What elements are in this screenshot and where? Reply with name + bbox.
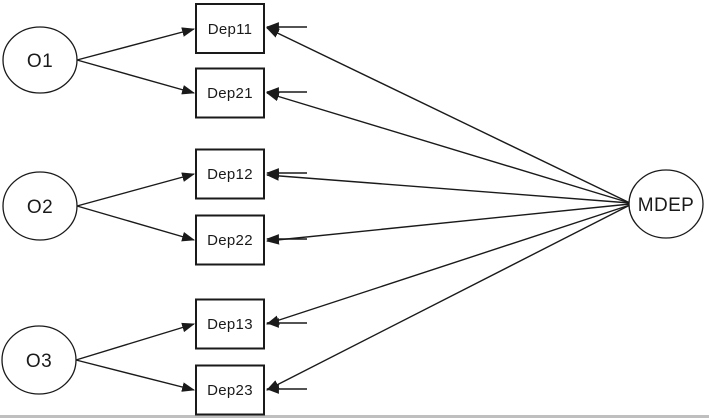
latent-node-mdep	[628, 169, 704, 239]
observed-node-dep11	[195, 3, 265, 54]
residual-arrows	[265, 22, 307, 394]
latent-node-o3	[1, 325, 77, 395]
loading-edges-mdep	[265, 27, 631, 391]
node-labels: O1 O2 O3 MDEP Dep11 Dep21 Dep12 Dep22 De…	[26, 21, 694, 399]
edge-o1-dep21	[76, 59, 196, 95]
observed-node-dep21	[195, 67, 265, 119]
edge-mdep-dep11	[266, 27, 631, 204]
edge-o3-dep23	[75, 359, 196, 392]
observed-node-dep13	[195, 298, 265, 350]
observed-node-dep21-label: Dep21	[207, 85, 253, 102]
edge-o2-dep22	[76, 205, 196, 242]
latent-node-mdep-label: MDEP	[638, 195, 695, 216]
observed-node-dep13-label: Dep13	[207, 316, 253, 333]
observed-node-dep11-label: Dep11	[208, 21, 253, 38]
observed-node-dep23	[195, 364, 265, 416]
latent-node-o1	[2, 26, 78, 94]
observed-node-dep23-label: Dep23	[207, 382, 253, 399]
edge-o2-dep12	[76, 172, 196, 207]
observed-node-dep12-label: Dep12	[207, 166, 253, 183]
observed-node-dep22	[195, 214, 265, 266]
observed-node-dep12	[195, 148, 265, 200]
edge-mdep-dep13	[265, 204, 631, 325]
edge-mdep-dep21	[265, 91, 631, 204]
edge-mdep-dep22	[265, 203, 631, 245]
edge-mdep-dep12	[265, 171, 631, 204]
observed-nodes	[195, 3, 265, 416]
edge-o3-dep13	[75, 322, 196, 361]
edge-o1-dep11	[76, 27, 196, 61]
observed-node-dep22-label: Dep22	[207, 232, 253, 249]
latent-node-o1-label: O1	[27, 51, 53, 72]
latent-node-o2	[2, 171, 78, 241]
loading-edges-left	[75, 27, 196, 392]
latent-node-o3-label: O3	[26, 351, 52, 372]
figure-bottom-border	[0, 415, 709, 418]
latent-nodes	[1, 26, 704, 395]
latent-node-o2-label: O2	[27, 197, 53, 218]
edge-mdep-dep23	[266, 204, 631, 391]
